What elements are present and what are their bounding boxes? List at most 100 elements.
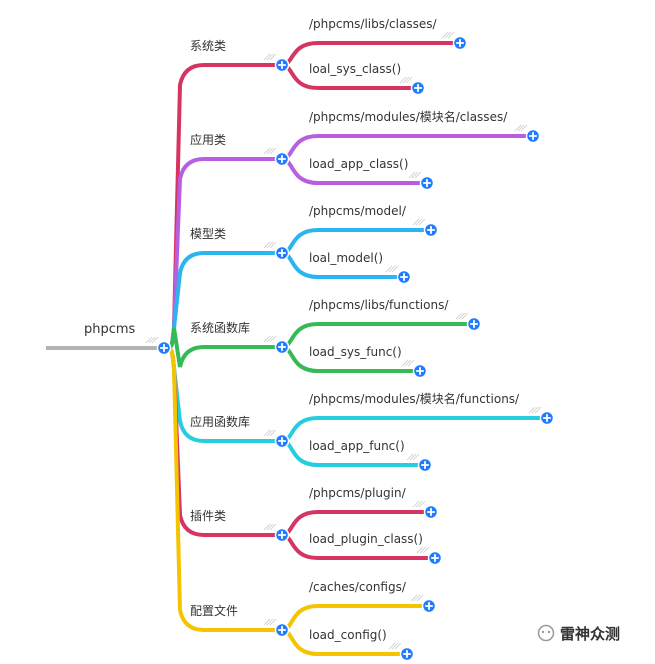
node-grip-marks — [263, 53, 277, 61]
plus-glyph — [399, 272, 409, 282]
category-6-leaf-2-label: load_plugin_class() — [309, 532, 423, 546]
category-3-leaf-1-label: /phpcms/model/ — [309, 204, 407, 218]
plus-glyph — [422, 178, 432, 188]
plus-glyph — [420, 460, 430, 470]
category-7-leaf-1-label: /caches/configs/ — [309, 580, 407, 594]
node-grip-marks — [263, 147, 277, 155]
node-grip-marks — [263, 618, 277, 626]
root-node-label: phpcms — [84, 322, 136, 337]
plus-glyph — [402, 649, 412, 659]
category-5-leaf-1-label: /phpcms/modules/模块名/functions/ — [309, 391, 520, 406]
category-7-leaf-2-expand-button[interactable] — [399, 646, 415, 662]
category-3-expand-button[interactable] — [274, 245, 290, 261]
mind-map-nodes: phpcms 系统类/phpcms/libs/classes/loal_sys_… — [46, 17, 555, 662]
plus-glyph — [277, 154, 287, 164]
category-6-leaf-1-expand-button[interactable] — [423, 504, 439, 520]
category-2-leaf-2-label: load_app_class() — [309, 157, 408, 171]
category-1-leaf-2-label: loal_sys_class() — [309, 62, 401, 76]
node-grip-marks — [263, 429, 277, 437]
category-2-leaf-1-label: /phpcms/modules/模块名/classes/ — [309, 109, 508, 124]
category-7-label: 配置文件 — [190, 603, 238, 618]
category-3-leaf-connector — [280, 228, 433, 255]
node-grip-marks — [385, 265, 399, 273]
wechat-logo-icon — [537, 624, 555, 642]
category-2-leaf-2-expand-button[interactable] — [419, 175, 435, 191]
node-grip-marks — [410, 594, 424, 602]
node-grip-marks — [455, 312, 469, 320]
category-3-label: 模型类 — [190, 227, 226, 241]
category-1-expand-button[interactable] — [274, 57, 290, 73]
plus-glyph — [413, 83, 423, 93]
category-3-leaf-2-expand-button[interactable] — [396, 269, 412, 285]
category-7-leaf-1-expand-button[interactable] — [421, 598, 437, 614]
node-grip-marks — [441, 31, 455, 39]
category-5-label: 应用函数库 — [190, 414, 250, 429]
category-3-leaf-2-label: loal_model() — [309, 251, 383, 265]
plus-glyph — [277, 625, 287, 635]
node-grip-marks — [406, 453, 420, 461]
category-4-leaf-2-label: load_sys_func() — [309, 345, 402, 359]
category-2-expand-button[interactable] — [274, 151, 290, 167]
category-4-leaf-1-label: /phpcms/libs/functions/ — [309, 298, 449, 312]
category-7-expand-button[interactable] — [274, 622, 290, 638]
category-4-label: 系统函数库 — [190, 320, 250, 335]
category-2-label: 应用类 — [190, 132, 226, 147]
plus-glyph — [159, 343, 169, 353]
plus-glyph — [469, 319, 479, 329]
category-1-leaf-1-label: /phpcms/libs/classes/ — [309, 17, 437, 31]
category-6-label: 插件类 — [190, 509, 226, 523]
category-4-leaf-1-expand-button[interactable] — [466, 316, 482, 332]
category-1-leaf-2-expand-button[interactable] — [410, 80, 426, 96]
plus-glyph — [542, 413, 552, 423]
node-grip-marks — [145, 336, 159, 344]
plus-glyph — [277, 248, 287, 258]
node-grip-marks — [399, 76, 413, 84]
category-3-leaf-1-expand-button[interactable] — [423, 222, 439, 238]
node-grip-marks — [514, 124, 528, 132]
plus-glyph — [528, 131, 538, 141]
category-1-leaf-1-expand-button[interactable] — [452, 35, 468, 51]
category-7-leaf-2-label: load_config() — [309, 628, 387, 642]
watermark: 雷神众测 — [537, 624, 620, 643]
category-7-leaf-connector — [280, 604, 431, 632]
category-2-leaf-1-expand-button[interactable] — [525, 128, 541, 144]
category-2-leaf-connector — [280, 134, 535, 161]
plus-glyph — [426, 225, 436, 235]
category-5-leaf-connector — [280, 416, 549, 443]
plus-glyph — [430, 553, 440, 563]
category-4-expand-button[interactable] — [274, 339, 290, 355]
category-5-leaf-2-label: load_app_func() — [309, 439, 405, 453]
category-6-leaf-1-label: /phpcms/plugin/ — [309, 486, 407, 500]
category-1-connector — [162, 63, 284, 350]
wechat-logo-icon-dot — [541, 630, 545, 634]
node-grip-marks — [263, 241, 277, 249]
node-grip-marks — [416, 546, 430, 554]
node-grip-marks — [263, 335, 277, 343]
plus-glyph — [426, 507, 436, 517]
plus-glyph — [424, 601, 434, 611]
category-5-leaf-2-expand-button[interactable] — [417, 457, 433, 473]
category-7-connector — [162, 346, 284, 632]
node-grip-marks — [412, 500, 426, 508]
node-grip-marks — [412, 218, 426, 226]
category-6-leaf-2-expand-button[interactable] — [427, 550, 443, 566]
category-4-leaf-2-expand-button[interactable] — [412, 363, 428, 379]
category-5-expand-button[interactable] — [274, 433, 290, 449]
node-grip-marks — [528, 406, 542, 414]
node-grip-marks — [408, 171, 422, 179]
category-4-leaf-connector — [280, 322, 476, 349]
category-1-label: 系统类 — [190, 39, 226, 53]
watermark-text: 雷神众测 — [560, 625, 620, 643]
plus-glyph — [415, 366, 425, 376]
plus-glyph — [277, 436, 287, 446]
wechat-logo-icon-dot — [547, 630, 551, 634]
category-5-leaf-1-expand-button[interactable] — [539, 410, 555, 426]
node-grip-marks — [388, 642, 402, 650]
category-6-expand-button[interactable] — [274, 527, 290, 543]
node-grip-marks — [263, 523, 277, 531]
node-grip-marks — [401, 359, 415, 367]
plus-glyph — [277, 342, 287, 352]
root-expand-button[interactable] — [156, 340, 172, 356]
plus-glyph — [277, 60, 287, 70]
